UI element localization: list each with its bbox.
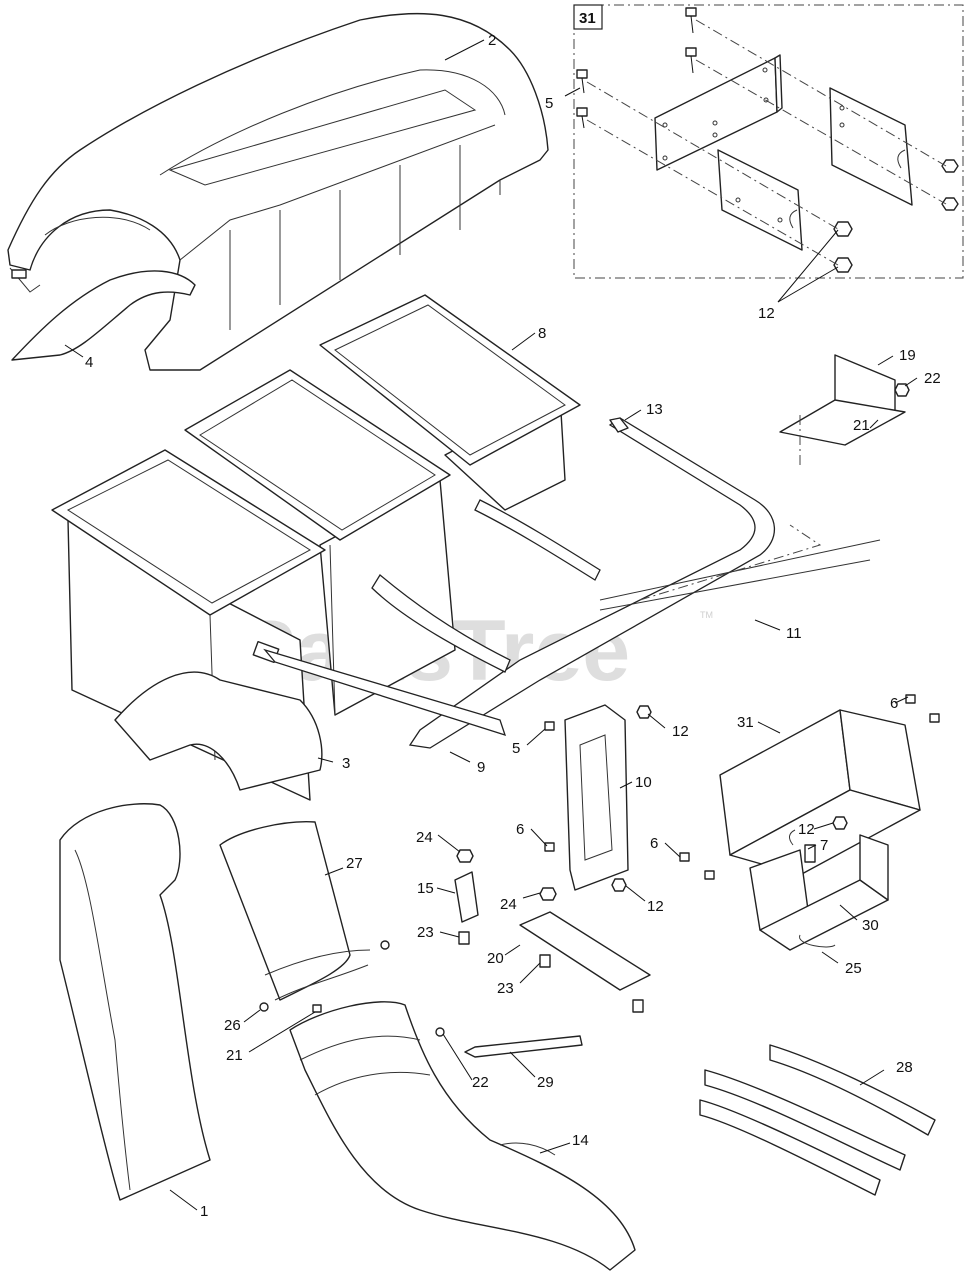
part-28-blades — [699, 1044, 936, 1196]
part-9-frame — [252, 417, 776, 749]
callout-7: 7 — [820, 837, 828, 854]
callout-6-hanger: 6 — [516, 821, 524, 838]
callout-3: 3 — [342, 755, 350, 772]
callout-31: 31 — [737, 714, 754, 731]
part-8-bags — [51, 294, 581, 801]
part-27-chute — [219, 821, 351, 1001]
callout-12-mount: 12 — [798, 821, 815, 838]
callout-21-chute: 21 — [226, 1047, 243, 1064]
part-31-mount — [719, 709, 921, 876]
callout-23-clamp: 23 — [417, 924, 434, 941]
inset-box: 31 — [573, 4, 964, 279]
callout-6-side: 6 — [650, 835, 658, 852]
callout-5-frame: 5 — [512, 740, 520, 757]
inset-left-bracket — [717, 149, 803, 251]
part-7-pin — [804, 844, 816, 863]
inset-bolts — [576, 7, 697, 129]
part-15-clamp — [454, 871, 479, 923]
callout-22-bracket: 22 — [924, 370, 941, 387]
part-1-tube — [59, 803, 211, 1201]
callout-12-frame: 12 — [672, 723, 689, 740]
callout-6-mount: 6 — [890, 695, 898, 712]
callout-5-inset: 5 — [545, 95, 553, 112]
callout-2: 2 — [488, 32, 496, 49]
callout-14: 14 — [572, 1132, 589, 1149]
callout-12-plate: 12 — [647, 898, 664, 915]
callout-13: 13 — [646, 401, 663, 418]
callout-4: 4 — [85, 354, 93, 371]
callout-20: 20 — [487, 950, 504, 967]
callout-21-bracket: 21 — [853, 417, 870, 434]
callout-11: 11 — [786, 625, 802, 642]
callout-30: 30 — [862, 917, 879, 934]
part-20-plate — [519, 911, 651, 991]
callout-25: 25 — [845, 960, 862, 977]
callout-9: 9 — [477, 759, 485, 776]
part-13-cap — [609, 417, 629, 433]
callout-1: 1 — [200, 1203, 208, 1220]
part-14-chute — [289, 1001, 636, 1271]
callout-27: 27 — [346, 855, 363, 872]
callout-29: 29 — [537, 1074, 554, 1091]
callout-23-plate: 23 — [497, 980, 514, 997]
part-30-bracket — [749, 834, 889, 951]
callout-10: 10 — [635, 774, 652, 791]
callout-22-chute: 22 — [472, 1074, 489, 1091]
callout-28: 28 — [896, 1059, 913, 1076]
callout-24-plate: 24 — [500, 896, 517, 913]
inset-nuts — [833, 159, 959, 273]
inset-rear-plate — [654, 57, 778, 171]
inset-box-label: 31 — [579, 10, 596, 27]
callout-12-inset: 12 — [758, 305, 775, 322]
inset-right-bracket — [829, 87, 913, 206]
callout-24-clamp: 24 — [416, 829, 433, 846]
part-3-adapter — [114, 671, 323, 791]
callout-labels: 2 4 8 5 12 19 22 13 21 11 6 31 12 5 3 9 … — [85, 32, 941, 1220]
watermark-trademark: TM — [700, 610, 713, 620]
main-hardware — [259, 694, 940, 1037]
callout-26: 26 — [224, 1017, 241, 1034]
part-25-clip — [799, 934, 836, 948]
part-11-rod — [599, 539, 881, 601]
callout-8: 8 — [538, 325, 546, 342]
part-10-hanger — [564, 704, 629, 891]
part-19-bracket — [779, 354, 910, 465]
callout-15: 15 — [417, 880, 434, 897]
part-2-cover — [7, 12, 549, 371]
callout-19: 19 — [899, 347, 916, 364]
leader-lines — [64, 39, 918, 1211]
part-4-flap — [11, 270, 196, 361]
part-29-strap — [464, 1035, 583, 1058]
